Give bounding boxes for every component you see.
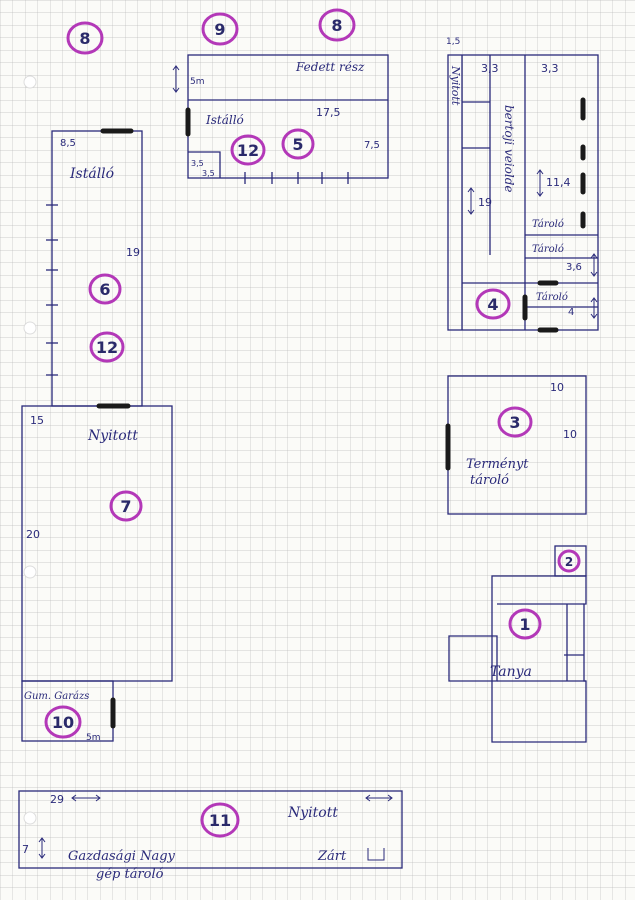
dim-4: 4 xyxy=(568,307,574,318)
circle-12-left: 12 xyxy=(96,338,118,357)
label-istallo-top: Istálló xyxy=(205,113,244,127)
dim-8-5: 8,5 xyxy=(60,138,76,149)
label-bertoji: bertoji veiolde xyxy=(502,105,516,193)
circle-1: 1 xyxy=(519,615,530,634)
circle-11: 11 xyxy=(209,811,231,830)
circle-9: 9 xyxy=(214,20,225,39)
circle-12-top: 12 xyxy=(237,141,259,160)
dim-29: 29 xyxy=(50,793,64,806)
dim-11-4: 11,4 xyxy=(546,176,571,189)
dim-7-5: 7,5 xyxy=(364,140,380,151)
label-termeny-2: tároló xyxy=(470,473,509,488)
dim-5m: 5m xyxy=(190,77,205,87)
label-tarolo-b: Tároló xyxy=(532,244,564,255)
label-termeny-1: Terményt xyxy=(466,457,529,472)
dim-1-5: 1,5 xyxy=(446,37,460,47)
building-9-small-room xyxy=(188,151,221,178)
circle-5: 5 xyxy=(292,135,303,154)
dim-17-5: 17,5 xyxy=(316,106,341,119)
label-istallo-left: Istálló xyxy=(69,166,114,182)
circle-8b: 8 xyxy=(331,16,342,35)
dim-10a: 10 xyxy=(550,381,564,394)
circle-6: 6 xyxy=(99,280,110,299)
dim-5m-b: 5m xyxy=(86,733,101,743)
dim-19: 19 xyxy=(126,246,140,259)
circle-8a: 8 xyxy=(79,29,90,48)
label-nyitott-7: Nyitott xyxy=(87,428,138,444)
circle-10: 10 xyxy=(52,713,74,732)
dim-3-5a: 3,5 xyxy=(191,159,204,168)
dim-10b: 10 xyxy=(563,428,577,441)
door-markers xyxy=(96,97,586,729)
label-nyitott-11: Nyitott xyxy=(287,805,338,821)
circle-4: 4 xyxy=(487,295,498,314)
label-zart: Zárt xyxy=(317,849,347,864)
dim-20: 20 xyxy=(26,528,40,541)
label-nyitott-r: Nyitott xyxy=(449,65,462,106)
label-gumi-garazs: Gum. Garázs xyxy=(24,691,89,702)
circle-2: 2 xyxy=(565,555,573,569)
stable-6-ticks xyxy=(46,204,58,376)
dim-19-r: 19 xyxy=(478,196,492,209)
circle-7: 7 xyxy=(120,497,131,516)
circle-3: 3 xyxy=(509,413,520,432)
dim-3-6: 3,6 xyxy=(566,262,582,273)
building-11-outline xyxy=(18,790,403,869)
building-9-ticks xyxy=(244,172,349,184)
label-tarolo-c: Tároló xyxy=(536,292,568,303)
label-fedett-resz: Fedett rész xyxy=(295,60,365,74)
building-4-outline xyxy=(447,54,599,331)
dim-3-3b: 3,3 xyxy=(541,62,559,75)
label-gazdasagi-1: Gazdasági Nagy xyxy=(68,849,176,864)
label-tarolo-a: Tároló xyxy=(532,219,564,230)
binder-holes xyxy=(23,75,37,825)
label-tanya: Tanya xyxy=(490,664,532,680)
dim-15: 15 xyxy=(30,414,44,427)
dim-3-3a: 3,3 xyxy=(481,62,499,75)
dim-7: 7 xyxy=(22,843,29,856)
dim-3-5b: 3,5 xyxy=(202,169,215,178)
label-gazdasagi-2: gép tároló xyxy=(96,867,164,882)
